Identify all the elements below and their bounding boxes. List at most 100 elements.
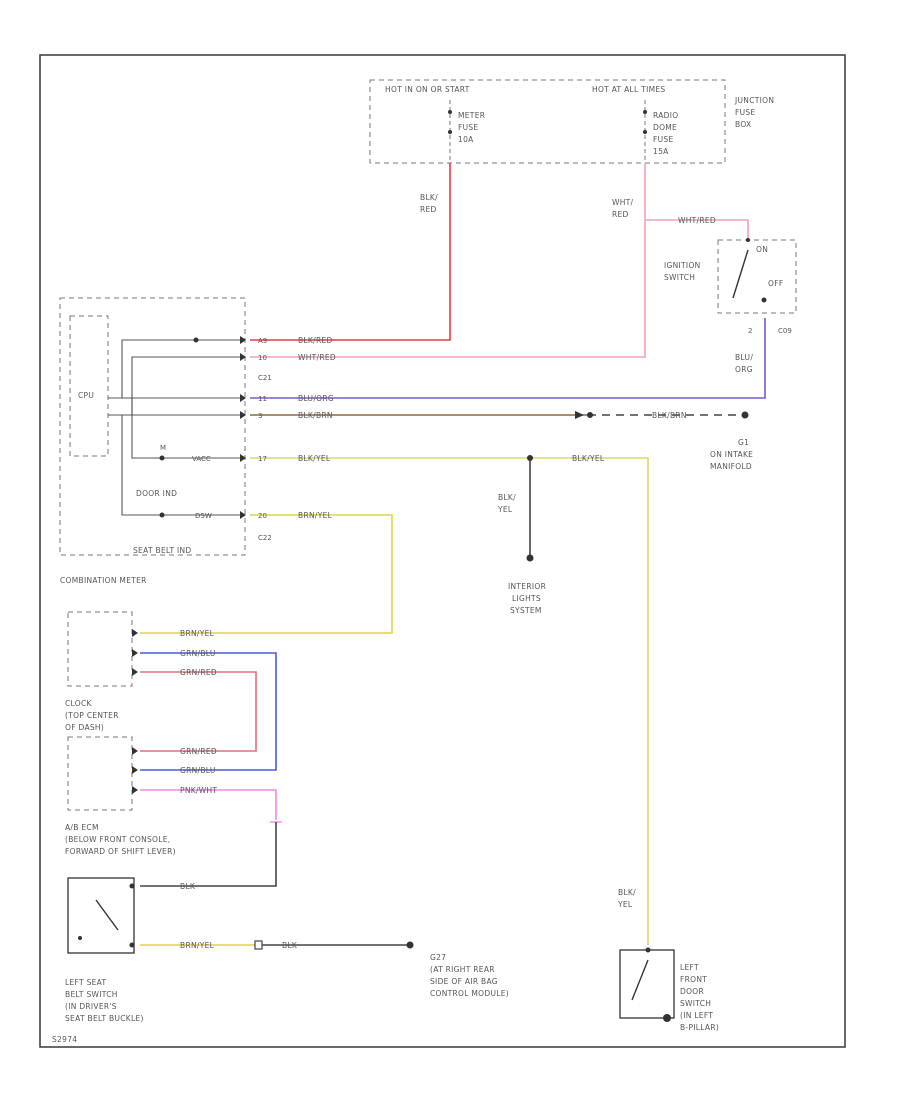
clock-label-2: (TOP CENTER — [65, 711, 119, 720]
wire-label-grn-red: GRN/RED — [180, 668, 217, 677]
cpu-outline — [69, 315, 109, 457]
meter-connector-c22: C22 — [258, 534, 272, 542]
ground-g27-label-4: CONTROL MODULE) — [430, 989, 509, 998]
seat-belt-ind-label: SEAT BELT IND — [133, 546, 192, 555]
wire-label-brn-yel: BRN/YEL — [298, 511, 333, 520]
wire-label-blk-red: BLK/RED — [298, 336, 333, 345]
meter-pin-3: 3 — [258, 412, 262, 420]
clock-label-3: OF DASH) — [65, 723, 104, 732]
wire-grn-red — [140, 671, 257, 752]
clock-label-1: CLOCK — [65, 699, 92, 708]
meter-pin-10: 10 — [258, 354, 267, 362]
wire-blu-org — [250, 318, 766, 399]
door-switch-label-6: B-PILLAR) — [680, 1023, 719, 1032]
ignition-switch-outline — [717, 239, 797, 314]
door-switch-label-4: SWITCH — [680, 999, 711, 1008]
wire-label-pnk-wht: PNK/WHT — [180, 786, 217, 795]
ignition-pin-2: 2 — [748, 327, 752, 335]
air-bag-label-2: (BELOW FRONT CONSOLE, — [65, 835, 170, 844]
ground-g1-label-3: MANIFOLD — [710, 462, 752, 471]
meter-small-label-m: M — [160, 444, 166, 452]
junction-fuse-box: HOT IN ON OR START HOT AT ALL TIMES JUNC… — [369, 79, 774, 164]
combination-meter-label: COMBINATION METER — [60, 576, 147, 585]
ground-g27-label-1: G27 — [430, 953, 446, 962]
wire-label-blk-yel-door-2: YEL — [617, 900, 633, 909]
wire-grn-blu — [140, 652, 277, 771]
meter-fuse-label-2: FUSE — [458, 123, 479, 132]
seat-belt-switch: LEFT SEAT BELT SWITCH (IN DRIVER'S SEAT … — [65, 877, 144, 1023]
wire-label-wht-red-1: WHT/ — [612, 198, 634, 207]
page-code: S2974 — [52, 1035, 77, 1044]
wire-label-brn-yel-switch: BRN/YEL — [180, 941, 215, 950]
ignition-connector: C09 — [778, 327, 792, 335]
wire-label-blk-red-1: BLK/ — [420, 193, 438, 202]
diagram-frame — [39, 54, 846, 1048]
ground-g1-label-1: G1 — [738, 438, 749, 447]
ignition-switch: ON OFF IGNITION SWITCH 2 C09 — [664, 238, 797, 335]
junction-box-label-1: JUNCTION — [734, 96, 774, 105]
junction-box-label-3: BOX — [735, 120, 751, 129]
left-front-door-switch: LEFT FRONT DOOR SWITCH (IN LEFT B-PILLAR… — [619, 947, 719, 1032]
wire-label-blk-yel: BLK/YEL — [298, 454, 331, 463]
seat-belt-switch-label-3: (IN DRIVER'S — [65, 1002, 117, 1011]
wire-label-grn-blu-2: GRN/BLU — [180, 766, 216, 775]
meter-pin-11: 11 — [258, 395, 267, 403]
junction-box-label-2: FUSE — [735, 108, 756, 117]
wire-label-brn-yel-clock: BRN/YEL — [180, 629, 215, 638]
interior-lights-label-3: SYSTEM — [510, 606, 542, 615]
wire-label-wht-red-ign: WHT/RED — [678, 216, 716, 225]
interior-lights-label-1: INTERIOR — [508, 582, 546, 591]
wire-label-blk-switch: BLK — [180, 882, 196, 891]
door-switch-label-2: FRONT — [680, 975, 707, 984]
air-bag-label-3: FORWARD OF SHIFT LEVER) — [65, 847, 176, 856]
wire-brn-yel — [140, 514, 393, 634]
wire-label-blu-org-side-2: ORG — [735, 365, 753, 374]
wire-wht-red — [250, 163, 646, 358]
ignition-on-label: ON — [756, 245, 768, 254]
air-bag-ecm-outline — [67, 736, 133, 811]
meter-small-label-vacc: VACC — [192, 455, 211, 463]
door-switch-label-5: (IN LEFT — [680, 1011, 713, 1020]
junction-box-header-right: HOT AT ALL TIMES — [592, 85, 665, 94]
wire-wht-red-ignition — [645, 219, 749, 240]
door-switch-outline — [619, 949, 675, 1019]
ground-g27-label-2: (AT RIGHT REAR — [430, 965, 495, 974]
ground-g27-label-3: SIDE OF AIR BAG — [430, 977, 498, 986]
radio-fuse-label-3: FUSE — [653, 135, 674, 144]
combination-meter-outline — [59, 297, 246, 556]
junction-box-outline — [369, 79, 726, 164]
wire-label-blk-brn-2: BLK/BRN — [652, 411, 687, 420]
wire-label-blk-red-2: RED — [420, 205, 437, 214]
wire-label-blu-org: BLU/ORG — [298, 394, 334, 403]
wire-label-grn-red-2: GRN/RED — [180, 747, 217, 756]
radio-fuse-label-1: RADIO — [653, 111, 678, 120]
ignition-label-1: IGNITION — [664, 261, 701, 270]
seat-belt-switch-label-2: BELT SWITCH — [65, 990, 118, 999]
ignition-off-label: OFF — [768, 279, 783, 288]
meter-pin-20: 20 — [258, 512, 267, 520]
wire-label-blk-ground: BLK — [282, 941, 298, 950]
meter-pin-17: 17 — [258, 455, 267, 463]
interior-lights-label-2: LIGHTS — [512, 594, 541, 603]
wire-blk-red — [250, 163, 451, 341]
wire-label-blk-brn: BLK/BRN — [298, 411, 333, 420]
air-bag-label-1: A/B ECM — [65, 823, 99, 832]
ground-g1-label-2: ON INTAKE — [710, 450, 753, 459]
wire-label-blk-yel-2: BLK/YEL — [572, 454, 605, 463]
door-ind-label: DOOR IND — [136, 489, 177, 498]
meter-connector-c21: C21 — [258, 374, 272, 382]
seat-belt-switch-label-1: LEFT SEAT — [65, 978, 107, 987]
meter-small-label-dsw: DSW — [195, 512, 212, 520]
clock: CLOCK (TOP CENTER OF DASH) — [65, 611, 138, 732]
radio-fuse-label-2: DOME — [653, 123, 677, 132]
wire-blk-yel — [250, 457, 649, 945]
door-switch-label-1: LEFT — [680, 963, 699, 972]
combination-meter: CPU M VACC DSW A9 10 11 3 17 20 C21 C22 … — [59, 297, 272, 585]
cpu-label: CPU — [78, 391, 94, 400]
wire-label-wht-red: WHT/RED — [298, 353, 336, 362]
seat-belt-switch-label-4: SEAT BELT BUCKLE) — [65, 1014, 144, 1023]
meter-fuse-label-1: METER — [458, 111, 485, 120]
meter-fuse-label-3: 10A — [458, 135, 474, 144]
wire-label-grn-blu: GRN/BLU — [180, 649, 216, 658]
